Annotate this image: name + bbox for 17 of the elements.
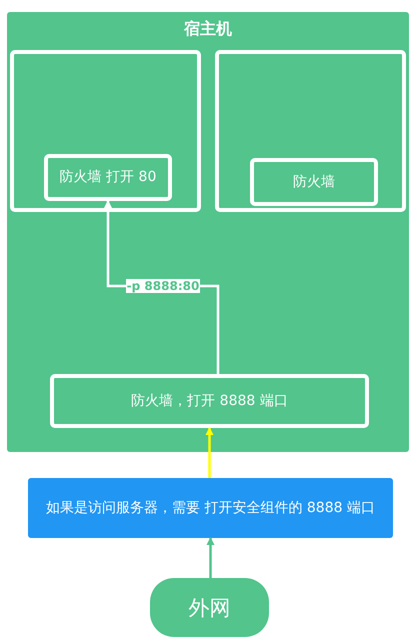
node-label: 防火墙，打开 8888 端口 — [131, 392, 288, 410]
container-box — [10, 50, 201, 212]
edge-label: -p 8888:80 — [126, 279, 200, 293]
arrow — [206, 537, 214, 578]
arrow — [206, 427, 214, 478]
node-label: 外网 — [188, 596, 230, 620]
host-panel — [7, 12, 409, 452]
process-box — [50, 374, 369, 428]
node-label: 如果是访问服务器，需要 打开安全组件的 8888 端口 — [46, 500, 375, 516]
process-box — [250, 158, 378, 206]
node-label: 防火墙 打开 80 — [60, 169, 156, 186]
note-box — [28, 478, 393, 538]
terminal-node — [150, 578, 269, 637]
process-box — [44, 154, 172, 201]
node-label: 防火墙 — [293, 174, 335, 190]
panel-title: 宿主机 — [184, 20, 232, 37]
container-box — [215, 50, 406, 212]
